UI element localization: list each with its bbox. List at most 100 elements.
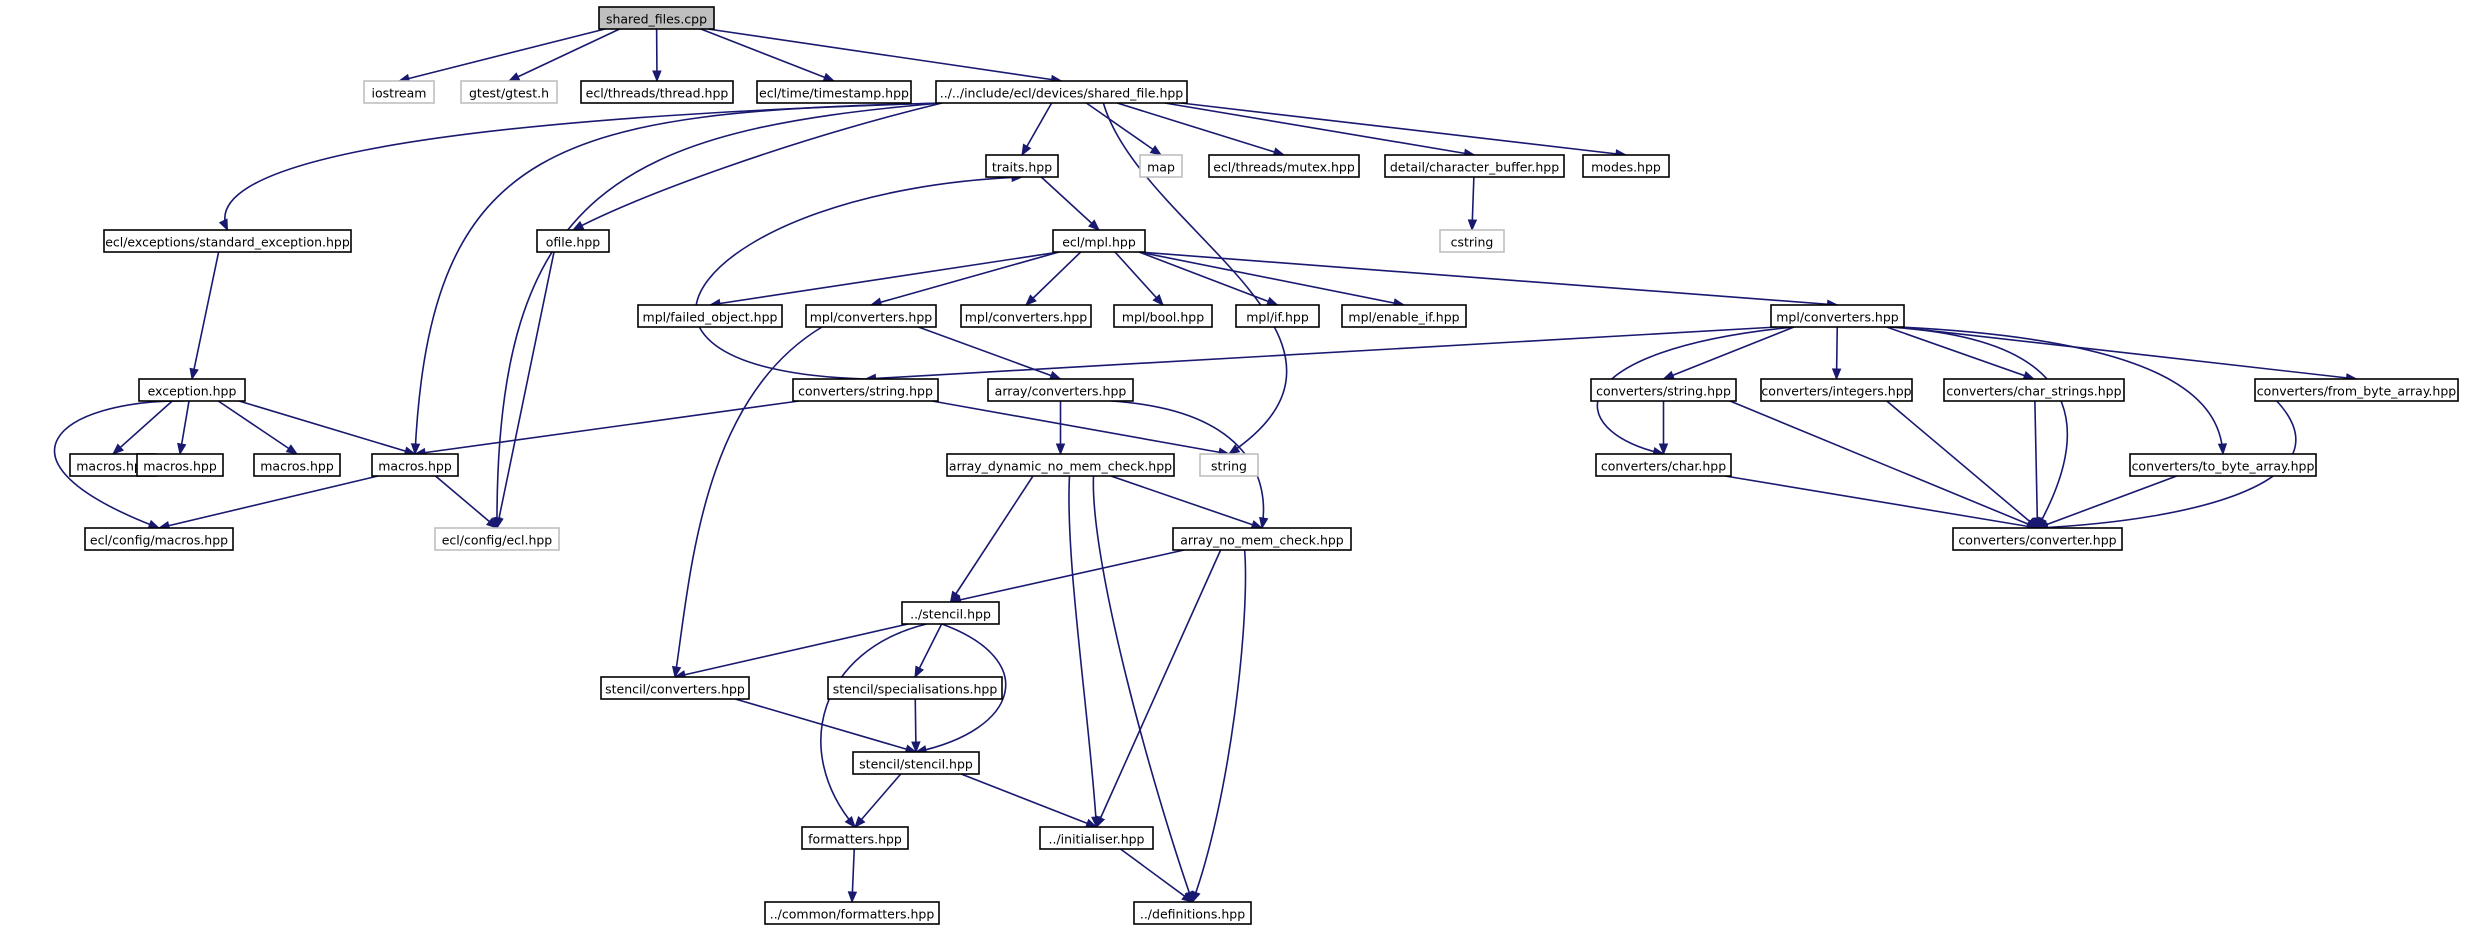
file-node-macros-a[interactable]: macros.hpp <box>69 453 157 477</box>
edge-line <box>1729 400 2038 529</box>
file-node-cstring: cstring <box>1439 229 1505 253</box>
file-node-common-formatters[interactable]: ../common/formatters.hpp <box>764 901 940 925</box>
file-node-conv-from-byte[interactable]: converters/from_byte_array.hpp <box>2254 378 2459 402</box>
arrowhead <box>911 741 921 754</box>
edge-line <box>695 176 1023 380</box>
node-label: macros.hpp <box>143 459 217 474</box>
node-label: ../initialiser.hpp <box>1049 832 1145 847</box>
file-node-char-buffer[interactable]: detail/character_buffer.hpp <box>1384 154 1565 178</box>
file-node-conv-string-b[interactable]: converters/string.hpp <box>1590 378 1737 402</box>
file-node-macros-b[interactable]: macros.hpp <box>136 453 224 477</box>
node-box <box>1952 527 2123 551</box>
file-node-initialiser[interactable]: ../initialiser.hpp <box>1039 826 1154 850</box>
file-node-mpl-conv-c[interactable]: mpl/converters.hpp <box>1770 304 1905 328</box>
node-label: ecl/time/timestamp.hpp <box>759 86 909 101</box>
edge-line <box>1116 102 1285 156</box>
node-box <box>580 80 734 104</box>
file-node-mpl-conv-a[interactable]: mpl/converters.hpp <box>805 304 937 328</box>
edge-line <box>931 400 1230 455</box>
edge-line <box>1180 102 1627 156</box>
arrowhead <box>1191 890 1201 904</box>
edge-macros-d-to-config-macros <box>157 475 379 531</box>
node-box <box>1139 154 1183 178</box>
node-label: converters/converter.hpp <box>1958 533 2116 548</box>
arrowhead <box>111 443 124 455</box>
file-node-array-dyn[interactable]: array_dynamic_no_mem_check.hpp <box>946 453 1175 477</box>
node-box <box>2254 378 2459 402</box>
edge-mpl-conv-c-to-conv-integers <box>1831 326 1842 381</box>
arrowhead <box>854 815 866 829</box>
file-node-conv-to-byte[interactable]: converters/to_byte_array.hpp <box>2129 453 2317 477</box>
file-node-mpl-if[interactable]: mpl/if.hpp <box>1235 304 1320 328</box>
edge-formatters-to-common-formatters <box>847 848 858 904</box>
file-node-thread[interactable]: ecl/threads/thread.hpp <box>580 80 734 104</box>
node-box <box>1770 304 1905 328</box>
file-node-conv-string-a[interactable]: converters/string.hpp <box>792 378 939 402</box>
edge-line <box>414 400 800 455</box>
file-node-conv-char-strings[interactable]: converters/char_strings.hpp <box>1943 378 2125 402</box>
file-node-failed-object[interactable]: mpl/failed_object.hpp <box>637 304 783 328</box>
node-box <box>1052 229 1146 253</box>
file-node-modes[interactable]: modes.hpp <box>1582 154 1670 178</box>
node-box <box>460 80 558 104</box>
file-node-formatters[interactable]: formatters.hpp <box>801 826 909 850</box>
edge-line <box>1138 251 1405 306</box>
arrowhead <box>1662 370 1676 380</box>
file-node-gtest: gtest/gtest.h <box>460 80 558 104</box>
file-node-mpl-conv-b[interactable]: mpl/converters.hpp <box>960 304 1092 328</box>
node-label: formatters.hpp <box>808 832 902 847</box>
file-node-array-nomem[interactable]: array_no_mem_check.hpp <box>1172 527 1352 551</box>
arrowhead <box>1658 443 1669 456</box>
edge-array-nomem-to-stencil <box>949 549 1185 605</box>
file-node-enable-if[interactable]: mpl/enable_if.hpp <box>1341 304 1467 328</box>
edge-shared-file-to-macros-d <box>410 102 943 456</box>
node-label: ecl/config/macros.hpp <box>90 533 228 548</box>
node-label: array/converters.hpp <box>995 384 1127 399</box>
edge-root-to-iostream <box>397 28 606 83</box>
file-node-macros-d[interactable]: macros.hpp <box>371 453 459 477</box>
file-node-mpl-bool[interactable]: mpl/bool.hpp <box>1113 304 1213 328</box>
edge-conv-char-strings-to-conv-converter <box>2032 400 2043 530</box>
node-label: exception.hpp <box>148 384 237 399</box>
edge-shared-file-to-string <box>1102 102 1288 455</box>
node-box <box>946 453 1175 477</box>
edge-root-to-shared-file <box>707 28 1063 85</box>
file-node-array-conv[interactable]: array/converters.hpp <box>987 378 1134 402</box>
node-box <box>1595 453 1732 477</box>
node-label: ../definitions.hpp <box>1140 907 1245 922</box>
edge-line <box>2034 400 2039 529</box>
edge-line <box>508 28 620 82</box>
file-node-traits[interactable]: traits.hpp <box>985 154 1059 178</box>
file-node-timestamp[interactable]: ecl/time/timestamp.hpp <box>756 80 912 104</box>
edge-line <box>1040 176 1100 231</box>
file-node-stencil-spec[interactable]: stencil/specialisations.hpp <box>827 676 1003 700</box>
file-node-conv-integers[interactable]: converters/integers.hpp <box>1760 378 1913 402</box>
edge-line <box>1102 102 1288 455</box>
file-node-mutex[interactable]: ecl/threads/mutex.hpp <box>1208 154 1360 178</box>
file-node-shared-file[interactable]: ../../include/ecl/devices/shared_file.hp… <box>935 80 1188 104</box>
file-node-std-exception[interactable]: ecl/exceptions/standard_exception.hpp <box>103 229 352 253</box>
file-node-definitions[interactable]: ../definitions.hpp <box>1133 901 1252 925</box>
file-node-stencil-conv[interactable]: stencil/converters.hpp <box>600 676 750 700</box>
file-node-conv-char[interactable]: converters/char.hpp <box>1595 453 1732 477</box>
arrowhead <box>1259 516 1269 530</box>
edge-stencil-spec-to-stencil-stencil <box>911 698 921 754</box>
file-node-ecl-mpl[interactable]: ecl/mpl.hpp <box>1052 229 1146 253</box>
edge-array-dyn-to-stencil <box>949 475 1034 604</box>
node-label: converters/char.hpp <box>1601 459 1726 474</box>
file-node-macros-c[interactable]: macros.hpp <box>253 453 341 477</box>
file-node-stencil[interactable]: ../stencil.hpp <box>901 601 1000 625</box>
edge-mpl-conv-c-to-conv-to-byte <box>1897 326 2228 456</box>
file-node-conv-converter[interactable]: converters/converter.hpp <box>1952 527 2123 551</box>
file-node-stencil-stencil[interactable]: stencil/stencil.hpp <box>852 751 980 775</box>
arrowhead <box>1055 443 1066 456</box>
file-node-root[interactable]: shared_files.cpp <box>598 6 715 30</box>
node-box <box>637 304 783 328</box>
edge-line <box>1887 326 2069 529</box>
file-node-exception[interactable]: exception.hpp <box>138 378 246 402</box>
node-box <box>764 901 940 925</box>
file-node-config-macros[interactable]: ecl/config/macros.hpp <box>84 527 234 551</box>
file-node-ofile[interactable]: ofile.hpp <box>536 229 610 253</box>
node-box <box>960 304 1092 328</box>
